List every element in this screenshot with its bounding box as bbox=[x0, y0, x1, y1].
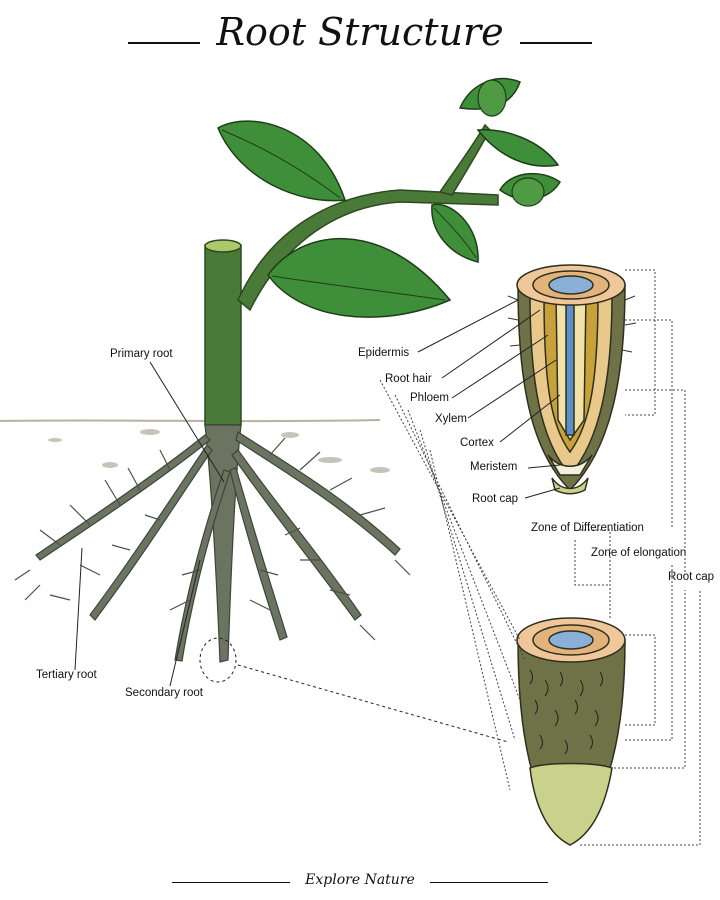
label-phloem: Phloem bbox=[410, 392, 449, 404]
lower-root-hairs bbox=[529, 669, 603, 755]
root-tip-highlight bbox=[199, 637, 237, 683]
title-rule-right bbox=[520, 42, 592, 44]
zoom-connector bbox=[237, 664, 509, 743]
label-root-hair: Root hair bbox=[385, 373, 432, 385]
label-tertiary-root: Tertiary root bbox=[36, 669, 97, 681]
footer-rule-left bbox=[172, 882, 290, 883]
soil-surface bbox=[0, 419, 381, 423]
flower-buds bbox=[477, 79, 545, 207]
label-meristem: Meristem bbox=[470, 461, 518, 473]
zone-brackets bbox=[379, 269, 701, 846]
soil-specks bbox=[48, 429, 390, 473]
label-cortex: Cortex bbox=[460, 437, 494, 449]
label-primary-root: Primary root bbox=[110, 348, 173, 360]
leaf-veins bbox=[221, 129, 477, 301]
label-root-cap-tip: Root cap bbox=[472, 493, 519, 505]
label-zone-root-cap: Root cap bbox=[668, 571, 715, 583]
footer-text: Explore Nature bbox=[305, 872, 415, 888]
plant-leader-lines bbox=[74, 361, 225, 687]
label-secondary-root: Secondary root bbox=[125, 687, 203, 699]
footer-rule-right bbox=[430, 882, 548, 883]
stem bbox=[204, 123, 499, 426]
root-tip-external bbox=[516, 617, 626, 847]
tip-leader-lines bbox=[417, 299, 561, 499]
label-xylem: Xylem bbox=[435, 413, 467, 425]
diagram-title: Root Structure bbox=[216, 10, 504, 54]
upper-root-hairs bbox=[507, 295, 637, 353]
root-system bbox=[35, 424, 401, 663]
label-zone-differentiation: Zone of Differentiation bbox=[531, 522, 644, 534]
rootlets bbox=[14, 437, 411, 641]
title-rule-left bbox=[128, 42, 200, 44]
label-epidermis: Epidermis bbox=[358, 347, 410, 359]
root-tip-longitudinal bbox=[516, 264, 626, 495]
label-zone-elongation: Zone of elongation bbox=[591, 547, 687, 559]
